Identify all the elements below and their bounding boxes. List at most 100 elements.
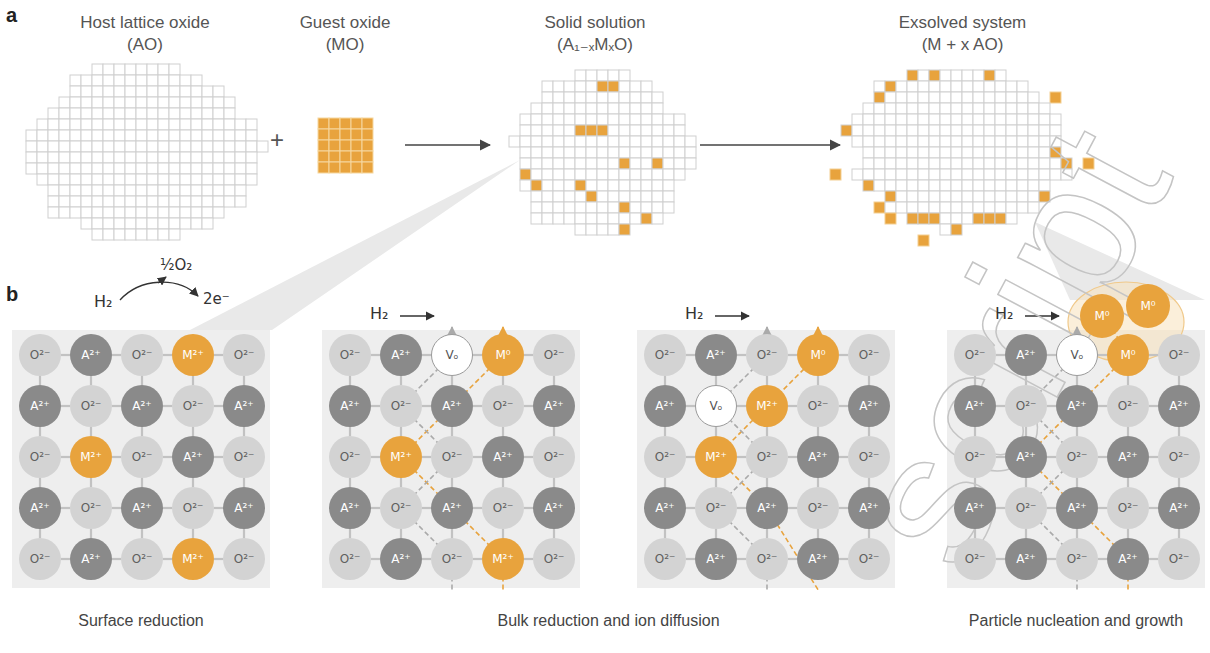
lattice-bond [61,405,70,407]
lattice-cell [147,185,158,196]
lattice-cell [652,213,663,224]
lattice-cell [929,125,940,136]
lattice-cell [70,185,81,196]
guest-cell [351,151,362,162]
lattice-cell [619,136,630,147]
oxygen-ion: O²⁻ [19,538,61,580]
oxygen-vacancy: Vₒ [695,385,737,427]
lattice-cell [1006,81,1017,92]
guest-cell [329,129,340,140]
lattice-cell [125,218,136,229]
ion-label: M²⁺ [390,450,412,464]
lattice-ground [322,330,580,588]
lattice-bond [141,427,143,436]
lattice-cell [531,125,542,136]
lattice-cell [907,92,918,103]
lattice-cell [213,207,224,218]
lattice-cell [874,180,885,191]
lattice-cell [652,136,663,147]
lattice-cell [951,103,962,114]
lattice-cell [213,196,224,207]
lattice-cell [147,64,158,75]
ion-label: A²⁺ [1067,501,1086,515]
lattice-cell [586,147,597,158]
lattice-cell [191,218,202,229]
ion-label: M⁰ [495,348,510,362]
lattice-cell [191,130,202,141]
lattice-cell [37,119,48,130]
lattice-cell [136,229,147,240]
lattice-cell [180,218,191,229]
ion-label: O²⁻ [132,450,153,464]
guest-cell [340,129,351,140]
lattice-cell [180,119,191,130]
lattice-bond [61,558,70,560]
lattice-cell [586,125,597,136]
lattice-bond [243,376,245,385]
host-cation: A²⁺ [431,385,473,427]
guest-cation: M²⁺ [172,538,214,580]
ion-label: A²⁺ [544,501,563,515]
ion-label: O²⁻ [30,348,51,362]
lattice-cell [674,158,685,169]
lattice-cell [885,180,896,191]
lattice-cell [114,86,125,97]
lattice-cell [918,103,929,114]
lattice-cell [70,174,81,185]
lattice-cell [641,103,652,114]
lattice-cell [641,169,652,180]
lattice-cell [158,196,169,207]
lattice-bond [1149,507,1158,509]
lattice-cell [929,103,940,114]
lattice-cell [103,207,114,218]
lattice-bond [400,478,402,487]
lattice-cell [520,136,531,147]
lattice-cell [202,108,213,119]
guest-cell [318,118,329,129]
lattice-cell [114,229,125,240]
lattice-cell [169,152,180,163]
lattice-cell [520,125,531,136]
lattice-cell [169,108,180,119]
host-cation: A²⁺ [954,385,996,427]
guest-cation: M²⁺ [482,538,524,580]
lattice-bond [686,405,695,407]
lattice-cell [48,152,59,163]
lattice-cell [213,119,224,130]
lattice-cell [103,185,114,196]
oxygen-ion: O²⁻ [329,334,371,376]
lattice-cell [37,152,48,163]
lattice-cell [92,174,103,185]
lattice-cell [962,136,973,147]
lattice-cell [896,191,907,202]
lattice-bond [664,427,666,436]
oxygen-ion: O²⁻ [644,334,686,376]
lattice-cell [652,114,663,125]
lattice-cell [125,108,136,119]
lattice-cell [896,136,907,147]
guest-cell [340,151,351,162]
oxygen-ion: O²⁻ [329,436,371,478]
lattice-cell [553,191,564,202]
lattice-cell [147,119,158,130]
ion-label: O²⁻ [1016,399,1037,413]
lattice-cell [874,158,885,169]
lattice-cell [158,119,169,130]
lattice-cell [125,163,136,174]
lattice-bond [90,478,92,487]
lattice-cell [619,147,630,158]
lattice-cell [885,169,896,180]
lattice-cell [542,147,553,158]
lattice-bond [737,354,746,356]
lattice-cell [984,114,995,125]
lattice-cell [874,103,885,114]
lattice-cell [564,191,575,202]
lattice-cell [48,130,59,141]
ion-label: O²⁻ [391,501,412,515]
lattice-cell [874,169,885,180]
gas-label: ½O₂ [160,256,192,274]
guest-cation: M²⁺ [380,436,422,478]
lattice-cell [235,130,246,141]
host-cation: A²⁺ [797,538,839,580]
lattice-cell [564,158,575,169]
